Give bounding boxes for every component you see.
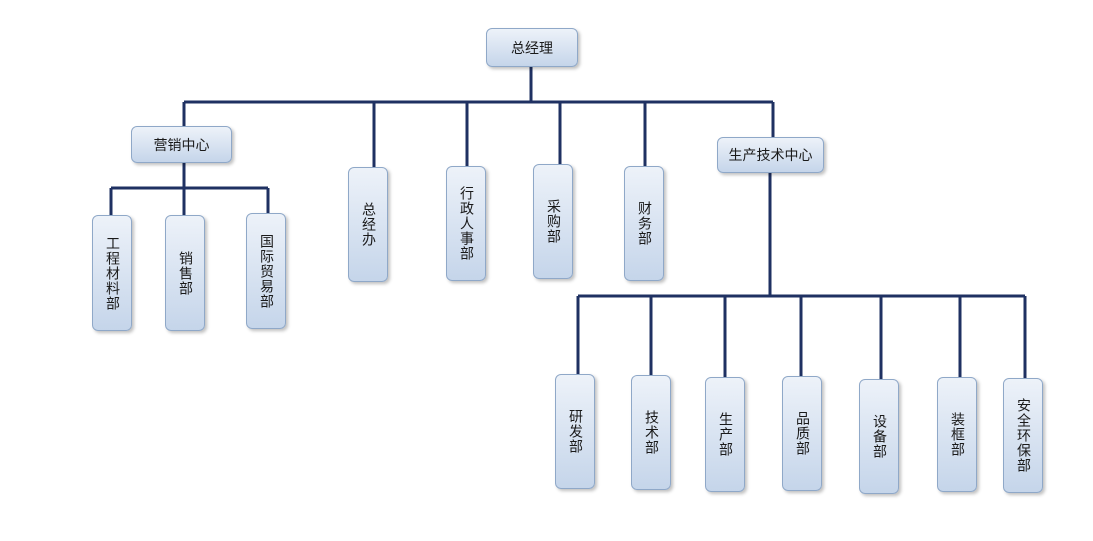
node-general-manager: 总经理 (486, 28, 578, 67)
node-engineering-materials: 工程材料部 (92, 215, 132, 331)
node-safety-env: 安全环保部 (1003, 378, 1043, 493)
node-general-office: 总经办 (348, 167, 388, 282)
node-quality: 品质部 (782, 376, 822, 491)
node-finance: 财务部 (624, 166, 664, 281)
node-production-tech-center: 生产技术中心 (717, 137, 824, 173)
node-international-trade: 国际贸易部 (246, 213, 286, 329)
node-purchasing: 采购部 (533, 164, 573, 279)
node-admin-hr: 行政人事部 (446, 166, 486, 281)
node-marketing-center: 营销中心 (131, 126, 232, 163)
node-assembly: 装框部 (937, 377, 977, 492)
node-equipment: 设备部 (859, 379, 899, 494)
node-rnd: 研发部 (555, 374, 595, 489)
node-sales: 销售部 (165, 215, 205, 331)
node-production: 生产部 (705, 377, 745, 492)
node-technology: 技术部 (631, 375, 671, 490)
